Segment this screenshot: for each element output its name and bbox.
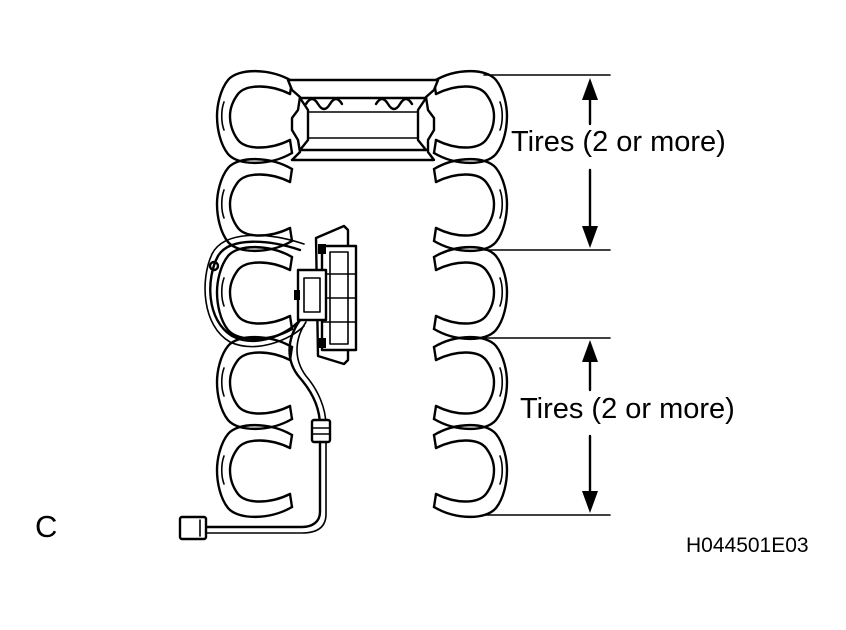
lower-dimension-arrow xyxy=(582,340,598,513)
tester-unit xyxy=(204,224,358,366)
tire-right-4 xyxy=(432,335,509,431)
tester-cable xyxy=(204,318,332,534)
tire-left-3 xyxy=(215,245,294,341)
tire-left-5 xyxy=(215,423,294,519)
tire-right-2 xyxy=(432,157,509,253)
corner-letter: C xyxy=(35,509,58,544)
dimension-lines xyxy=(483,74,611,516)
tire-right-5 xyxy=(432,423,509,519)
tire-left-4 xyxy=(215,335,294,431)
left-tire-stack xyxy=(215,69,294,519)
upper-dimension-label: Tires (2 or more) xyxy=(511,126,726,158)
lower-dimension-label: Tires (2 or more) xyxy=(520,393,735,425)
right-tire-stack xyxy=(432,69,509,519)
figure-code: H044501E03 xyxy=(686,534,809,557)
upper-dimension-arrow xyxy=(582,78,598,248)
connector-plug-icon xyxy=(178,515,208,541)
wheel-rim xyxy=(286,78,440,162)
tire-left-1 xyxy=(215,69,294,165)
tire-right-1 xyxy=(432,69,509,165)
tire-right-3 xyxy=(432,245,509,341)
